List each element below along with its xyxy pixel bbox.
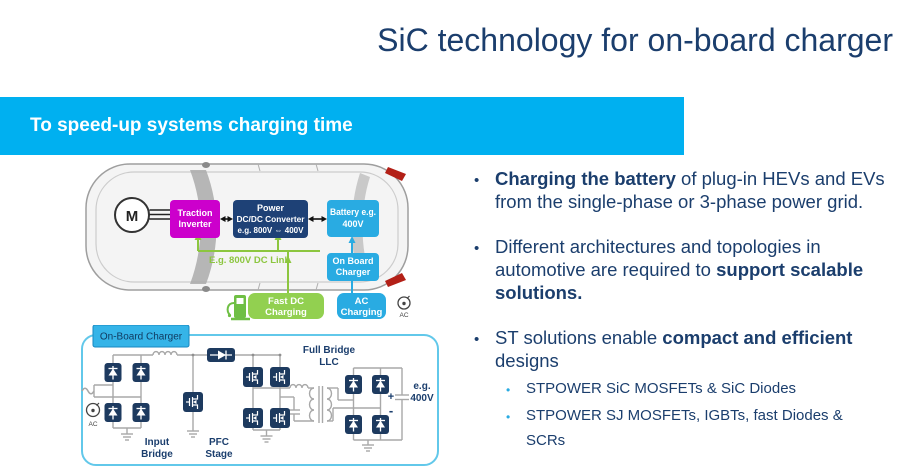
taillight-top-icon (385, 167, 406, 181)
bullet-text: Charging the battery of plug-in HEVs and… (495, 168, 885, 212)
slide-title: SiC technology for on-board charger (377, 22, 893, 58)
svg-text:Charger: Charger (336, 267, 371, 277)
mirror-bottom-icon (202, 286, 210, 292)
sub-bullet-sj: • STPOWER SJ MOSFETs, IGBTs, fast Diodes… (474, 403, 886, 453)
ac-charging-box: AC Charging (337, 293, 386, 319)
bullet-text: ST solutions enable compact and efficien… (495, 327, 853, 371)
bullet-architectures: • Different architectures and topologies… (474, 235, 886, 304)
svg-text:LLC: LLC (319, 357, 338, 368)
bullet-dot: • (474, 240, 480, 257)
circuit-wires (81, 350, 409, 442)
dcdc-converter-box: Power DC/DC Converter e.g. 800V ⇔ 400V (233, 200, 308, 238)
ac-socket-label: AC (399, 312, 408, 319)
ac-socket-icon: AC (397, 295, 411, 319)
circuit-title-label: On-Board Charger (100, 332, 183, 343)
sub-bullet-dot: • (506, 410, 511, 424)
on-board-charger-box: On Board Charger (327, 253, 379, 281)
banner-text: To speed-up systems charging time (30, 115, 353, 136)
svg-text:Traction: Traction (177, 208, 212, 218)
section-banner: To speed-up systems charging time (0, 97, 684, 155)
junction-dots (191, 353, 282, 357)
svg-text:DC/DC Converter: DC/DC Converter (237, 214, 306, 224)
svg-text:Bridge: Bridge (141, 449, 173, 460)
svg-text:AC: AC (355, 296, 369, 307)
circuit-ac-socket-icon: AC (85, 402, 101, 428)
mirror-top-icon (202, 162, 210, 168)
sub-bullet-text: STPOWER SJ MOSFETs, IGBTs, fast Diodes &… (526, 407, 843, 449)
svg-text:Input: Input (145, 437, 170, 448)
svg-text:-: - (389, 403, 393, 418)
bullet-list: • Charging the battery of plug-in HEVs a… (474, 167, 886, 453)
bullet-charging: • Charging the battery of plug-in HEVs a… (474, 167, 886, 213)
car-powertrain-diagram: M E.g. 800V DC Link Traction Inverter (85, 162, 411, 321)
sub-bullet-dot: • (506, 383, 511, 397)
obc-circuit-diagram: On-Board Charger (81, 325, 439, 466)
svg-text:Power: Power (257, 203, 285, 213)
sub-bullet-sic: • STPOWER SiC MOSFETs & SiC Diodes (474, 376, 886, 403)
power-flow-arrows (220, 216, 327, 222)
battery-box: Battery e.g. 400V (327, 200, 379, 237)
bullet-dot: • (474, 331, 480, 348)
svg-text:+: + (388, 391, 394, 403)
motor-label: M (126, 208, 139, 225)
fast-dc-charging-box: Fast DC Charging (248, 293, 324, 319)
svg-text:e.g.: e.g. (413, 381, 430, 392)
traction-inverter-box: Traction Inverter (170, 200, 220, 238)
charging-station-icon (226, 295, 250, 321)
motor: M (114, 197, 150, 233)
taillight-bottom-icon (385, 273, 406, 287)
sub-bullet-text: STPOWER SiC MOSFETs & SiC Diodes (526, 380, 797, 397)
svg-text:On Board: On Board (332, 256, 373, 266)
bullet-dot: • (474, 172, 480, 189)
dc-link-label: E.g. 800V DC Link (209, 255, 290, 266)
svg-text:Battery e.g.: Battery e.g. (330, 207, 376, 217)
obc-connectors (348, 236, 356, 293)
boost-diode (206, 347, 236, 363)
motor-shaft (149, 209, 170, 220)
bullet-st-solutions: • ST solutions enable compact and effici… (474, 326, 886, 372)
circuit-title-tab: On-Board Charger (92, 325, 190, 348)
svg-text:Full Bridge: Full Bridge (303, 345, 356, 356)
svg-text:e.g. 800V ⇔ 400V: e.g. 800V ⇔ 400V (238, 225, 304, 235)
sub-bullet-list: • STPOWER SiC MOSFETs & SiC Diodes • STP… (474, 376, 886, 453)
svg-text:Inverter: Inverter (178, 219, 212, 229)
circuit-ac-label: AC (88, 421, 97, 428)
dc-link (194, 233, 320, 293)
svg-text:Stage: Stage (205, 449, 233, 460)
svg-text:PFC: PFC (209, 437, 229, 448)
svg-text:Charging: Charging (341, 307, 383, 318)
svg-text:Fast DC: Fast DC (268, 296, 304, 307)
svg-text:Charging: Charging (265, 307, 307, 318)
bullet-text: Different architectures and topologies i… (495, 236, 864, 303)
circuit-labels: Full Bridge LLC Input Bridge PFC Stage e… (141, 345, 434, 460)
svg-text:400V: 400V (410, 393, 434, 404)
pfc-mosfet (182, 391, 204, 413)
svg-text:400V: 400V (342, 219, 363, 229)
